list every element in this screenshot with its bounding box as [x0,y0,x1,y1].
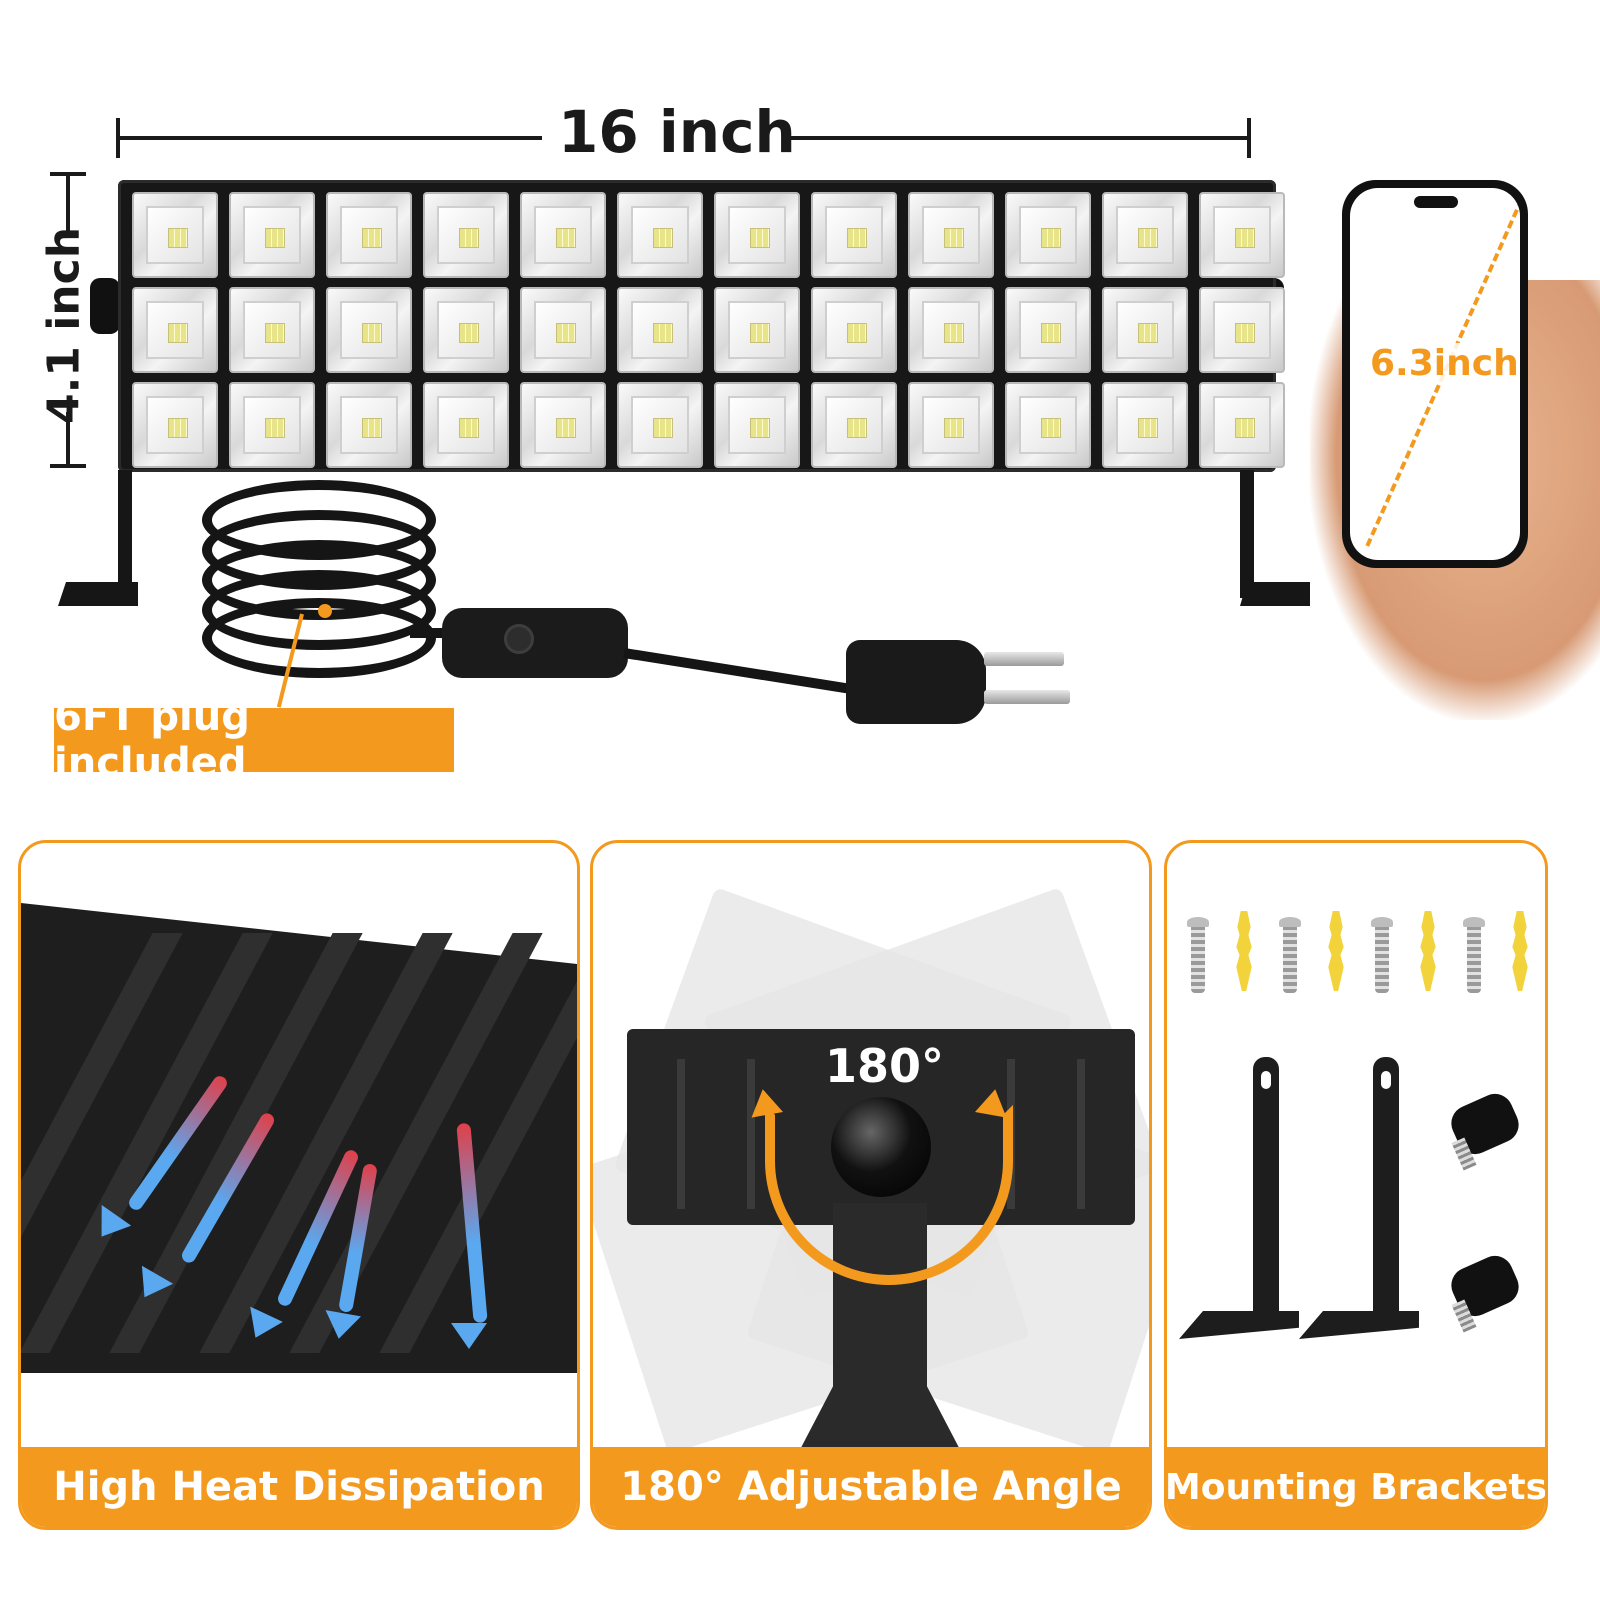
led-module [908,382,994,468]
led-module [1199,192,1285,278]
bracket-foot [1299,1311,1419,1339]
led-module [1102,382,1188,468]
light-bar-icon [118,180,1285,472]
mount-rib [1077,1059,1085,1209]
led-module [132,192,218,278]
bracket-hole [1261,1071,1271,1089]
led-module [1005,192,1091,278]
led-module [908,287,994,373]
led-module [132,382,218,468]
led-module [229,382,315,468]
cord-callout-label: 6FT plug included [54,694,454,786]
leg-right [1240,470,1254,598]
led-module [714,382,800,468]
wall-anchor-icon [1328,911,1344,991]
led-module [1102,192,1188,278]
width-dim-tick-right [1247,118,1251,158]
plug-prong [984,652,1064,666]
panel-heat-dissipation: High Heat Dissipation [18,840,580,1530]
angle-label: 180° [825,1039,945,1093]
led-module [811,382,897,468]
cord-segment [410,628,450,638]
cord-segment [623,648,850,694]
mount-rib [747,1059,755,1209]
led-module [326,287,412,373]
arc-arrow-head-left [746,1086,784,1118]
screw-icon [1279,917,1301,993]
led-module [229,287,315,373]
height-dim-tick-bottom [50,464,86,468]
width-label: 16 inch [558,98,796,166]
led-module [520,287,606,373]
panel-caption: Mounting Brackets [1167,1447,1545,1527]
led-module [229,192,315,278]
panel-caption: 180° Adjustable Angle [593,1447,1149,1527]
led-module [1005,382,1091,468]
switch-button-icon [504,624,534,654]
inline-switch [442,608,628,678]
led-module [908,192,994,278]
phone-notch [1414,196,1458,208]
led-module [1005,287,1091,373]
mount-rib [677,1059,685,1209]
wall-anchor-icon [1512,911,1528,991]
heat-arrow-head [451,1323,487,1349]
led-module [714,192,800,278]
led-module [326,192,412,278]
led-module [423,382,509,468]
power-plug-icon [846,640,986,724]
screw-icon [1371,917,1393,993]
led-grid [132,192,1285,468]
led-module [423,192,509,278]
panel-caption: High Heat Dissipation [21,1447,577,1527]
height-dim-line-bottom [66,412,70,466]
panel-adjustable-angle: 180° 180° Adjustable Angle [590,840,1152,1530]
led-module [132,287,218,373]
width-dim-line-left [118,136,542,140]
led-module [617,192,703,278]
foot-left [58,582,138,606]
led-module [1199,287,1285,373]
led-module [1199,382,1285,468]
led-module [1102,287,1188,373]
led-module [423,287,509,373]
led-module [811,192,897,278]
height-label: 4.1 inch [38,226,90,425]
wall-anchor-icon [1420,911,1436,991]
led-module [617,382,703,468]
led-module [617,287,703,373]
leg-left [118,470,132,598]
callout-dot [318,604,332,618]
side-knob-left-icon [90,278,120,334]
phone-size-label: 6.3inch [1370,343,1519,384]
bracket-hole [1381,1071,1391,1089]
coil-loop [202,598,436,678]
rotate-arc-icon [765,1105,1013,1285]
bracket-foot [1179,1311,1299,1339]
led-module [520,192,606,278]
screw-icon [1463,917,1485,993]
panel-mounting-brackets: Mounting Brackets [1164,840,1548,1530]
bracket-icon [1253,1057,1279,1327]
width-dim-line-right [790,136,1250,140]
plug-prong [984,690,1070,704]
screw-icon [1187,917,1209,993]
foot-right [1240,582,1310,606]
led-module [326,382,412,468]
height-dim-line-top [66,174,70,232]
arc-arrow-head-right [974,1086,1012,1118]
led-module [811,287,897,373]
wall-anchor-icon [1236,911,1252,991]
bracket-icon [1373,1057,1399,1327]
led-module [714,287,800,373]
led-module [520,382,606,468]
adjust-knob-icon [831,1097,931,1197]
